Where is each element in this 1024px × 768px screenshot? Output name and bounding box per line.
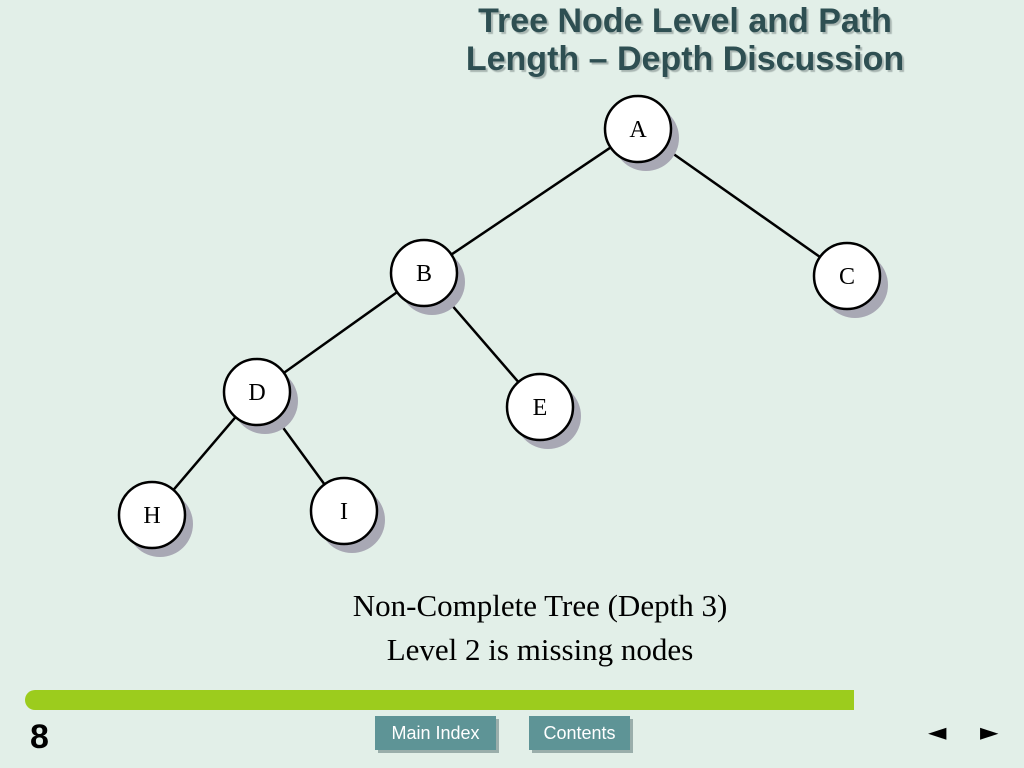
node-label: I xyxy=(340,499,348,525)
title-line-1: Tree Node Level and Path xyxy=(478,2,892,40)
caption-line-2: Level 2 is missing nodes xyxy=(386,632,694,667)
node-circle xyxy=(812,241,882,311)
node-label: D xyxy=(248,380,265,406)
node-circle xyxy=(505,372,575,442)
prev-arrow-icon[interactable]: ◄ xyxy=(928,718,947,746)
tree-node-c: C xyxy=(812,241,888,318)
tree-node-a: A xyxy=(603,94,679,171)
page-number: 8 xyxy=(30,718,49,756)
diagram-caption: Non-Complete Tree (Depth 3) Level 2 is m… xyxy=(240,584,840,672)
node-label: C xyxy=(839,264,855,290)
edge-b-d xyxy=(283,291,398,374)
contents-button[interactable]: Contents xyxy=(529,716,630,750)
tree-node-b: B xyxy=(389,238,465,315)
tree-node-d: D xyxy=(222,357,298,434)
title-line-2: Length – Depth Discussion xyxy=(465,40,905,78)
node-label: A xyxy=(629,117,647,143)
slide-title: Tree Node Level and Path Length – Depth … xyxy=(380,2,990,78)
node-circle xyxy=(309,476,379,546)
tree-node-e: E xyxy=(505,372,581,449)
accent-bar xyxy=(25,690,854,710)
node-circle xyxy=(222,357,292,427)
node-label: B xyxy=(416,261,432,287)
tree-edges xyxy=(172,146,821,491)
node-circle xyxy=(603,94,673,164)
tree-node-h: H xyxy=(117,480,193,557)
node-circle xyxy=(389,238,459,308)
node-label: H xyxy=(143,503,160,529)
next-arrow-icon[interactable]: ► xyxy=(980,718,999,746)
edge-d-i xyxy=(275,417,326,486)
edge-a-b xyxy=(450,146,612,256)
node-label: E xyxy=(533,395,548,421)
node-circle xyxy=(117,480,187,550)
tree-diagram: A B C D E H I xyxy=(117,94,888,557)
edge-d-h xyxy=(172,416,237,491)
edge-a-c xyxy=(664,146,821,259)
edge-b-e xyxy=(444,297,520,383)
tree-node-i: I xyxy=(309,476,385,553)
tree-nodes: A B C D E H I xyxy=(117,94,888,557)
main-index-button[interactable]: Main Index xyxy=(375,716,496,750)
caption-line-1: Non-Complete Tree (Depth 3) xyxy=(352,588,728,623)
